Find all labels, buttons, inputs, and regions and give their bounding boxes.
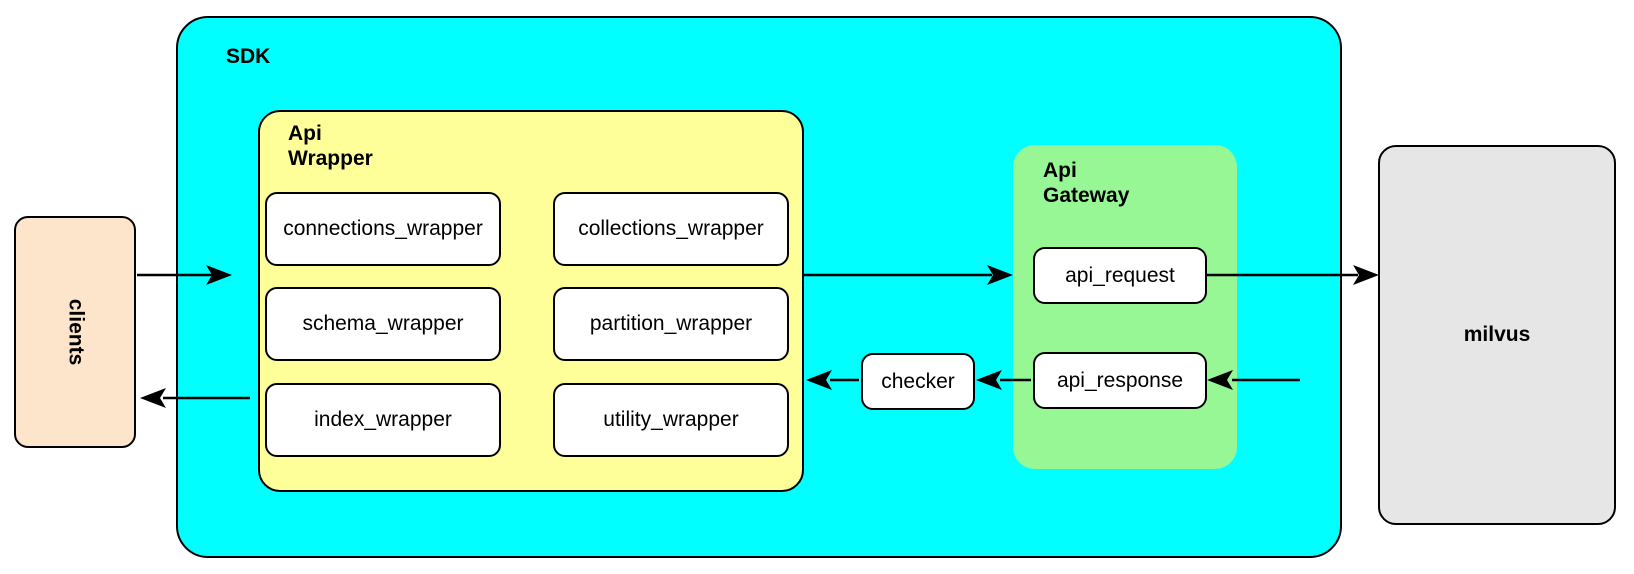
api-response-label: api_response <box>1056 368 1184 392</box>
milvus-node[interactable]: milvus <box>1378 145 1616 525</box>
collections-wrapper-node[interactable]: collections_wrapper <box>553 192 789 266</box>
utility-wrapper-label: utility_wrapper <box>603 408 739 431</box>
partition-wrapper-node[interactable]: partition_wrapper <box>553 287 789 361</box>
api-request-node[interactable]: api_request <box>1033 247 1207 304</box>
utility-wrapper-node[interactable]: utility_wrapper <box>553 383 789 457</box>
clients-label: clients <box>64 298 87 366</box>
checker-node[interactable]: checker <box>861 353 975 410</box>
api-wrapper-title: Api Wrapper <box>288 122 373 170</box>
collections-wrapper-label: collections_wrapper <box>578 217 764 240</box>
connections-wrapper-node[interactable]: connections_wrapper <box>265 192 501 266</box>
index-wrapper-label: index_wrapper <box>314 408 452 431</box>
index-wrapper-node[interactable]: index_wrapper <box>265 383 501 457</box>
api-gateway-container[interactable]: Api Gateway <box>1013 145 1237 469</box>
schema-wrapper-node[interactable]: schema_wrapper <box>265 287 501 361</box>
connections-wrapper-label: connections_wrapper <box>283 217 483 240</box>
partition-wrapper-label: partition_wrapper <box>589 312 753 335</box>
schema-wrapper-label: schema_wrapper <box>302 312 464 335</box>
api-gateway-title: Api Gateway <box>1043 159 1130 207</box>
clients-node[interactable]: clients <box>14 216 136 448</box>
checker-label: checker <box>881 369 955 393</box>
api-response-node[interactable]: api_response <box>1033 352 1207 409</box>
milvus-label: milvus <box>1463 323 1531 346</box>
sdk-title: SDK <box>226 45 271 68</box>
api-request-label: api_request <box>1065 263 1175 287</box>
